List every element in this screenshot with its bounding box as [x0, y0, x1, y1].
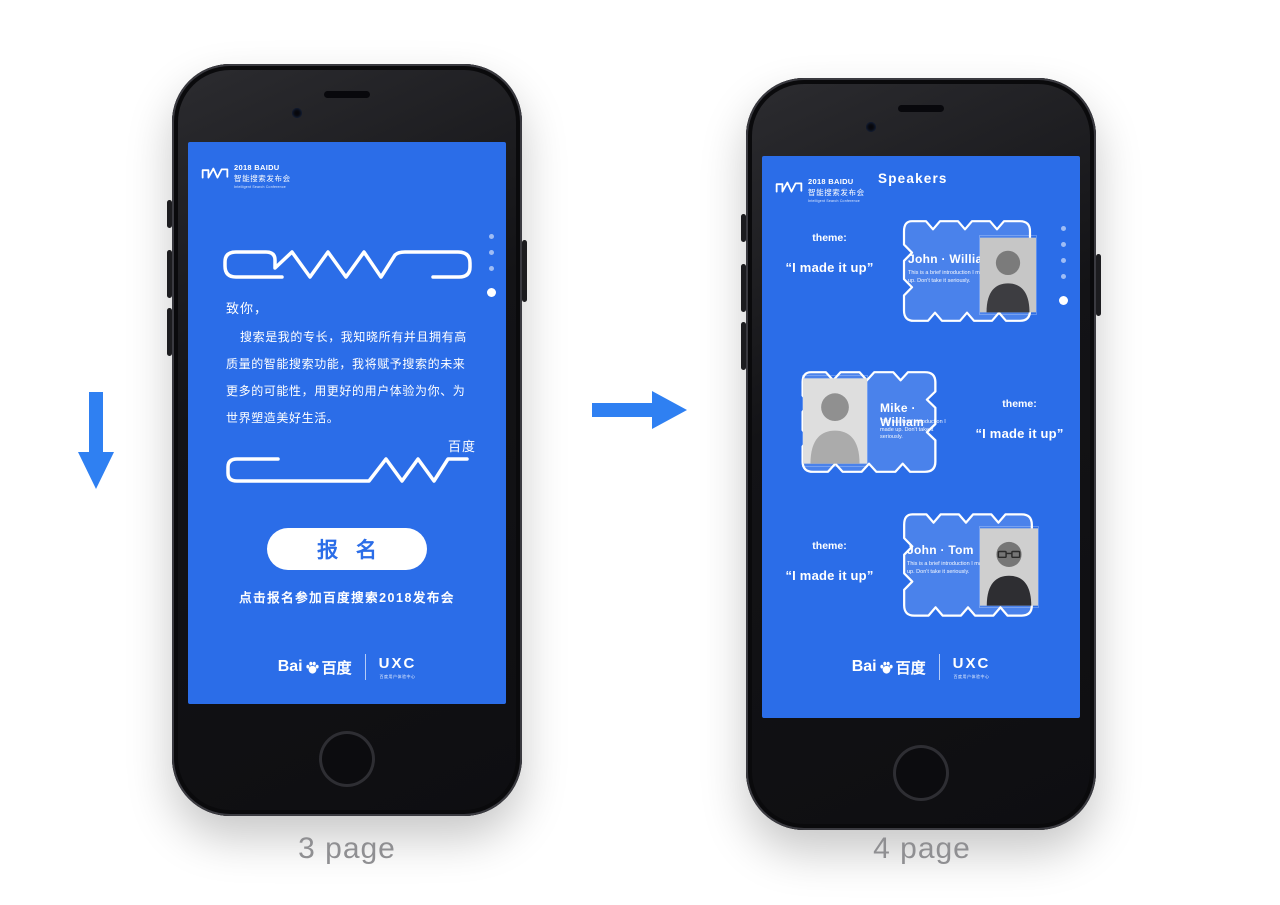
signup-hint: 点击报名参加百度搜索2018发布会 [239, 591, 455, 605]
theme-label: theme: [812, 232, 847, 244]
pager-dot[interactable] [489, 234, 494, 239]
logo-line3: Intelligent Search Conference [808, 199, 860, 203]
uxc-subtitle: 百度用户体验中心 [379, 673, 416, 679]
mute-switch [167, 200, 172, 228]
power-button [1096, 254, 1101, 316]
pager-dot-active[interactable] [1059, 296, 1068, 305]
speaker-card-3[interactable]: John · Tom This is a brief introduction … [892, 503, 1044, 627]
right-arrow-icon [592, 391, 687, 429]
theme-quote: “I made it up” [975, 426, 1064, 441]
logo-line1: 2018 BAIDU [808, 177, 854, 186]
squiggle-art-bottom [226, 457, 469, 483]
letter-line: 更多的可能性，用更好的用户体验为你、为 [226, 384, 466, 398]
portrait-placeholder [980, 528, 1038, 606]
uxc-subtitle: 百度用户体验中心 [953, 673, 990, 679]
home-button[interactable] [319, 731, 375, 787]
left-screen: 2018 BAIDU 智能搜索发布会 Intelligent Search Co… [188, 142, 506, 704]
earpiece-speaker [898, 105, 944, 112]
portrait-placeholder [980, 237, 1036, 313]
theme-quote: “I made it up” [785, 568, 874, 583]
logo-line1: 2018 BAIDU [234, 163, 280, 172]
pager-dot[interactable] [1061, 242, 1066, 247]
speaker-intro: This is a brief introduction I made up. … [908, 270, 990, 284]
speaker-photo [980, 236, 1036, 314]
caption-right: 4 page [873, 832, 971, 865]
mute-switch [741, 214, 746, 242]
caption-left: 3 page [298, 832, 396, 865]
page-indicator [487, 234, 496, 297]
squiggle-art-top [223, 250, 472, 279]
logo-line3: Intelligent Search Conference [234, 185, 286, 189]
logo-line2: 智能搜索发布会 [808, 188, 865, 197]
phone-right: 2018 BAIDU 智能搜索发布会 Intelligent Search Co… [741, 78, 1101, 830]
baidu-chinese: 百度 [895, 659, 926, 677]
speaker-photo [803, 376, 867, 466]
footer-logos: Bai 百度 UXC 百度用户体验中心 [188, 654, 506, 680]
pager-dot-active[interactable] [487, 288, 496, 297]
uxc-logo: UXC 百度用户体验中心 [379, 655, 417, 680]
baidu-paw-icon [305, 661, 319, 674]
page-title: Speakers [878, 171, 948, 186]
home-button[interactable] [893, 745, 949, 801]
conference-logo: 2018 BAIDU 智能搜索发布会 Intelligent Search Co… [201, 163, 291, 189]
power-button [522, 240, 527, 302]
speaker-photo [980, 527, 1038, 607]
letter-salutation: 致你， [226, 301, 269, 316]
speaker-name: Mike · William [880, 401, 925, 429]
speaker-intro: This is a brief introduction I made up. … [880, 419, 946, 440]
speaker-card-2[interactable]: Mike · William This is a brief introduct… [790, 361, 948, 483]
logo-text: 2018 BAIDU 智能搜索发布会 Intelligent Search Co… [808, 177, 865, 203]
baidu-latin: Bai [851, 658, 877, 675]
portrait-placeholder [803, 378, 867, 464]
theme-label: theme: [1002, 398, 1037, 410]
letter-line: 质量的智能搜索功能，我将赋予搜索的未来 [226, 357, 466, 371]
volume-up-button [741, 264, 746, 312]
baidu-chinese: 百度 [321, 659, 352, 677]
pager-dot[interactable] [489, 250, 494, 255]
speaker-name: John · Tom [907, 543, 974, 557]
volume-down-button [167, 308, 172, 356]
uxc-wordmark: UXC [952, 654, 991, 672]
front-camera [292, 108, 302, 118]
theme-block-1: theme: “I made it up” [772, 232, 887, 275]
baidu-latin: Bai [277, 658, 303, 675]
baidu-paw-icon [879, 661, 893, 674]
speaker-intro: This is a brief introduction I made up. … [907, 561, 989, 575]
right-screen: 2018 BAIDU 智能搜索发布会 Intelligent Search Co… [762, 156, 1080, 718]
baidu-logo: Bai 百度 [278, 657, 352, 678]
down-arrow-icon [78, 392, 114, 489]
uxc-logo: UXC 百度用户体验中心 [953, 655, 991, 680]
theme-quote: “I made it up” [785, 260, 874, 275]
theme-block-3: theme: “I made it up” [772, 540, 887, 583]
footer-divider [364, 654, 366, 680]
letter-signature: 百度 [447, 439, 476, 454]
pager-dot[interactable] [1061, 226, 1066, 231]
speaker-card-1[interactable]: John · William This is a brief introduct… [892, 210, 1042, 332]
signup-button[interactable]: 报 名 [267, 528, 427, 570]
volume-up-button [167, 250, 172, 298]
letter-line: 搜索是我的专长，我知晓所有并且拥有高 [240, 330, 467, 344]
page-indicator [1059, 226, 1068, 305]
pager-dot[interactable] [489, 266, 494, 271]
volume-down-button [741, 322, 746, 370]
pager-dot[interactable] [1061, 258, 1066, 263]
footer-logos: Bai 百度 UXC 百度用户体验中心 [762, 654, 1080, 680]
letter-line: 世界塑造美好生活。 [226, 411, 340, 425]
footer-divider [938, 654, 940, 680]
earpiece-speaker [324, 91, 370, 98]
uxc-wordmark: UXC [378, 654, 417, 672]
theme-block-2: theme: “I made it up” [962, 398, 1077, 441]
speaker-name: John · William [908, 252, 994, 266]
invitation-letter: 致你， 搜索是我的专长，我知晓所有并且拥有高 质量的智能搜索功能，我将赋予搜索的… [226, 298, 478, 455]
front-camera [866, 122, 876, 132]
logo-squiggle-icon [775, 181, 803, 193]
logo-squiggle-icon [201, 167, 229, 179]
conference-logo: 2018 BAIDU 智能搜索发布会 Intelligent Search Co… [775, 177, 865, 203]
baidu-logo: Bai 百度 [852, 657, 926, 678]
logo-line2: 智能搜索发布会 [234, 174, 291, 183]
theme-label: theme: [812, 540, 847, 552]
phone-left: 2018 BAIDU 智能搜索发布会 Intelligent Search Co… [167, 64, 527, 816]
logo-text: 2018 BAIDU 智能搜索发布会 Intelligent Search Co… [234, 163, 291, 189]
pager-dot[interactable] [1061, 274, 1066, 279]
